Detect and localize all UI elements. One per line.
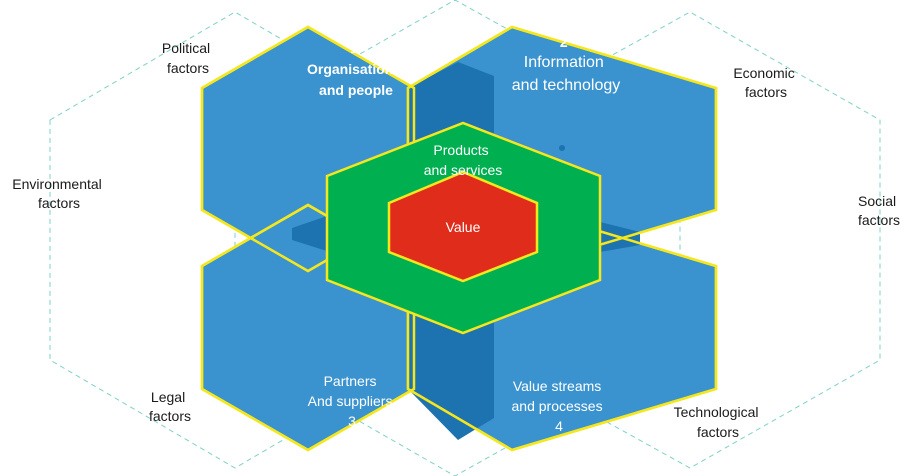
dimension-4-label: Value streams and processes 4: [512, 378, 607, 434]
border-hexagon-3: [200, 203, 416, 452]
label-economic-factors: Economic factors: [733, 65, 798, 100]
products-and-services-label: Products and services: [424, 142, 503, 178]
dimension-3-label: Partners And suppliers 3: [308, 373, 397, 429]
label-technological-factors: Technological factors: [674, 404, 763, 440]
hexagon-value: [387, 170, 539, 283]
label-social-factors: Social factors: [858, 193, 900, 228]
dimension-1-label: 1 Organisations and people: [307, 40, 405, 98]
dimension-2-label: 2 Information and technology: [512, 34, 621, 94]
label-legal-factors: Legal factors: [149, 389, 191, 424]
label-political-factors: Political factors: [162, 40, 214, 76]
value-label: Value: [446, 219, 481, 235]
label-environmental-factors: Environmental factors: [12, 176, 105, 211]
decorative-dot: [559, 145, 565, 151]
